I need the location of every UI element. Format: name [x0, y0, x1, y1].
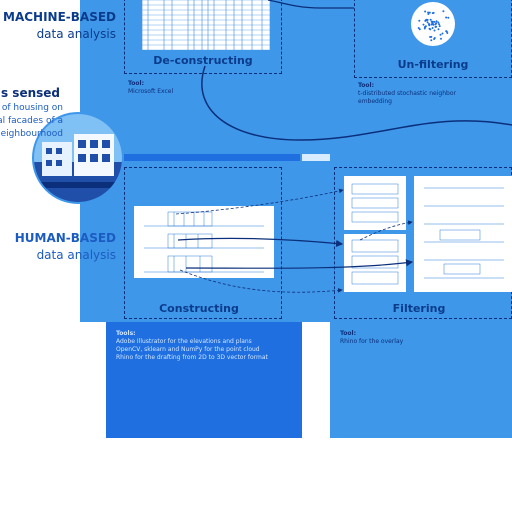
filtering-drawing-lines — [351, 183, 504, 285]
constructing-tool-line-2: OpenCV, sklearn and NumPy for the point … — [116, 346, 260, 353]
filtering-tool-text: Rhino for the overlay — [340, 338, 404, 345]
constructing-tools-panel — [106, 322, 302, 438]
unfiltering-tool-line-2: embedding — [358, 98, 392, 105]
constructing-box — [124, 167, 282, 319]
human-title: HUMAN-BASED — [14, 231, 116, 245]
machine-title: MACHINE-BASED — [3, 10, 116, 24]
constructing-tool-line-1: Adobe Illustrator for the elevations and… — [116, 338, 252, 345]
machine-subtitle: data analysis — [36, 27, 116, 41]
sensed-title: t is sensed — [0, 86, 60, 100]
constructing-tool-line-3: Rhino for the drafting from 2D to 3D vec… — [116, 354, 268, 361]
tsne-cluster-thumbnail — [411, 2, 455, 46]
filtering-tool-header: Tool: — [340, 330, 356, 337]
filtering-tools-panel — [330, 322, 512, 438]
separator-bar — [124, 154, 300, 161]
housing-photo — [32, 112, 124, 204]
filtering-drawing-3 — [414, 176, 512, 292]
deconstructing-tool-header: Tool: — [128, 80, 144, 87]
spreadsheet-thumbnail — [142, 0, 270, 50]
separator-bar-light — [302, 154, 330, 161]
constructing-tool-header: Tools: — [116, 330, 136, 337]
unfiltering-tool-line-1: t-distributed stochastic neighbor — [358, 90, 456, 97]
step-constructing: Constructing — [159, 302, 239, 315]
unfiltering-tool-header: Tool: — [358, 82, 374, 89]
filtering-drawing-2 — [344, 234, 406, 292]
filtering-drawing-1 — [344, 176, 406, 230]
elevation-drawing — [134, 206, 274, 278]
deconstructing-tool-text: Microsoft Excel — [128, 88, 174, 95]
sensed-line-2: ral facades of a — [0, 116, 63, 126]
step-deconstructing: De-constructing — [153, 54, 253, 67]
sensed-line-3: neighbourhood — [0, 129, 63, 139]
step-filtering: Filtering — [392, 302, 446, 315]
step-unfiltering: Un-filtering — [397, 58, 469, 71]
sensed-line-1: s of housing on — [0, 103, 63, 113]
human-subtitle: data analysis — [36, 248, 116, 262]
